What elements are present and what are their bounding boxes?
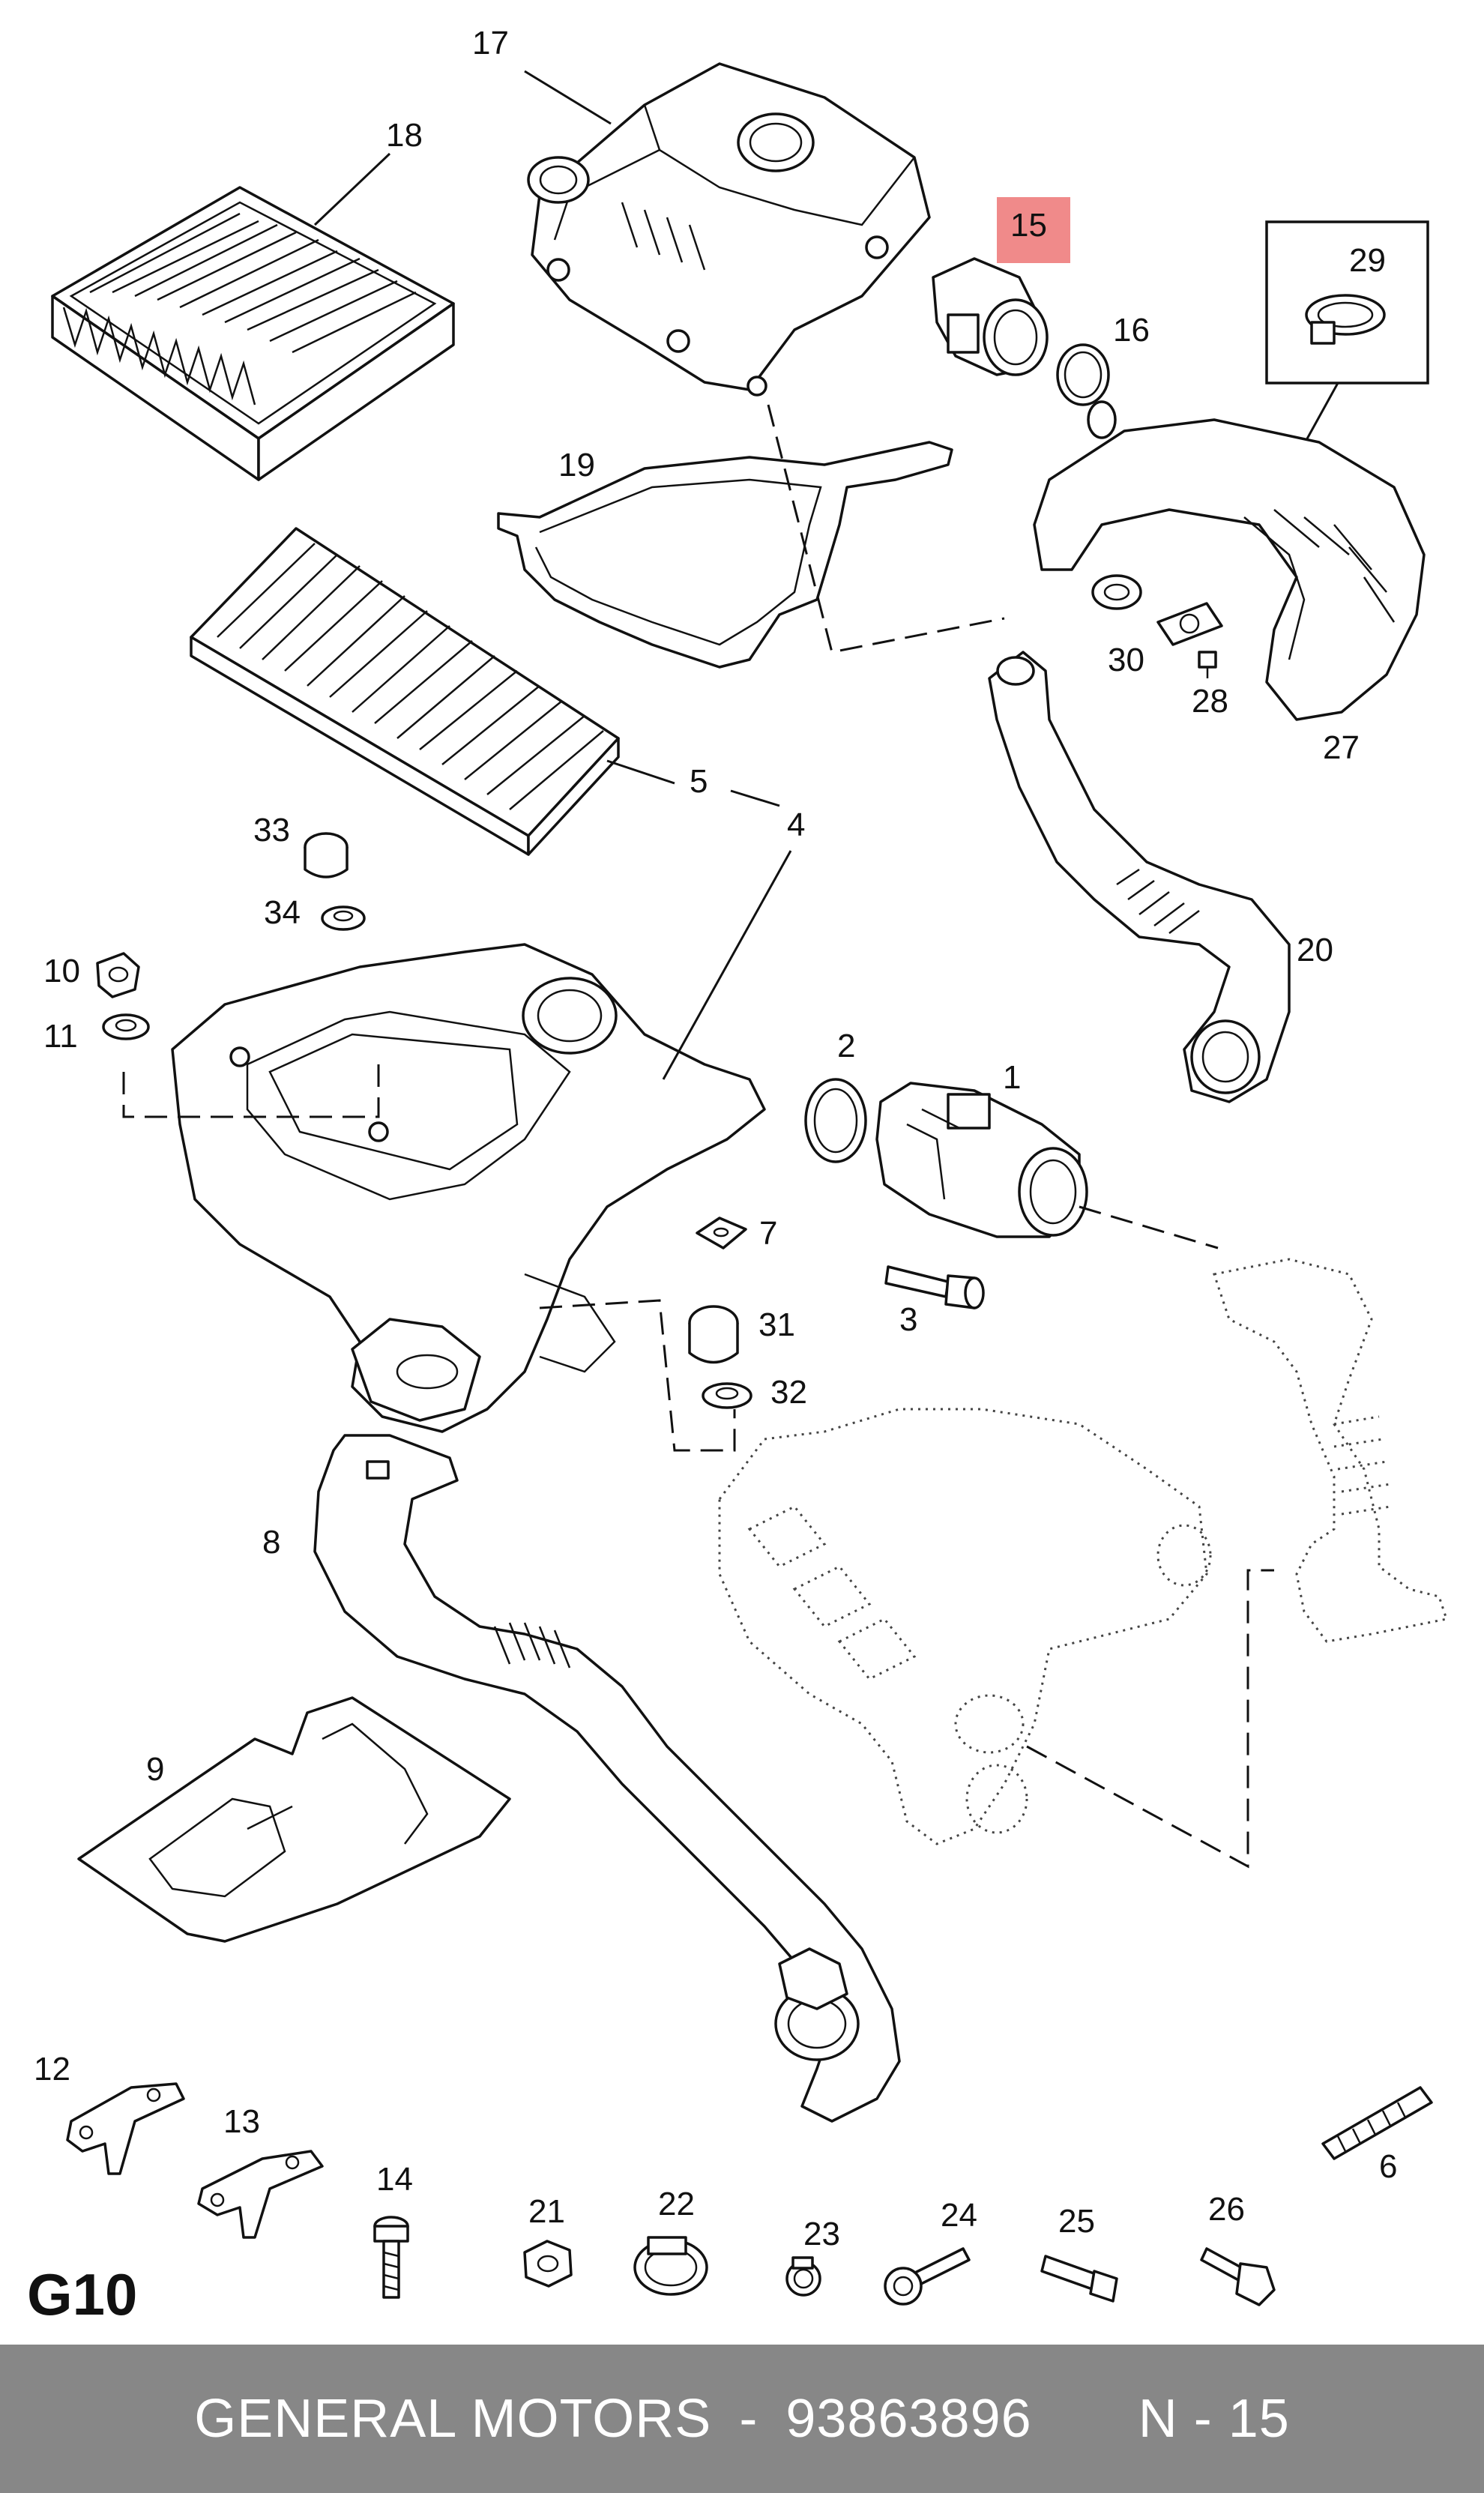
bolt-3 [884, 1265, 985, 1309]
gasket-30 [1156, 602, 1223, 646]
callout-13: 13 [223, 2103, 260, 2140]
callout-25: 25 [1058, 2203, 1095, 2240]
callout-24: 24 [941, 2197, 977, 2234]
washer-11 [102, 1013, 150, 1040]
footer-part-number: 93863896 [785, 2389, 1032, 2449]
callout-27: 27 [1323, 729, 1360, 766]
air-mass-sensor-15 [932, 257, 1049, 376]
callout-7: 7 [759, 1215, 777, 1252]
o-ring-16 [1056, 343, 1110, 406]
callout-33: 33 [253, 812, 290, 848]
footer-bar: GENERAL MOTORS - 93863896 N - 15 [0, 2345, 1484, 2493]
flange-bolt-24 [884, 2247, 971, 2306]
callout-1: 1 [1003, 1059, 1021, 1096]
mounting-bracket-19 [497, 441, 953, 669]
callout-2: 2 [837, 1028, 855, 1064]
callout-10: 10 [43, 953, 80, 989]
callout-4: 4 [787, 807, 805, 843]
intake-hose-27 [1033, 400, 1426, 721]
callout-19: 19 [558, 447, 595, 483]
washer-32 [702, 1382, 752, 1409]
callout-23: 23 [803, 2216, 840, 2252]
o-ring-2 [804, 1078, 867, 1163]
detail-box-29 [1265, 220, 1429, 385]
panel-filter-5 [190, 527, 620, 856]
hose-clamp-22 [633, 2236, 708, 2296]
callout-22: 22 [658, 2186, 695, 2222]
assembly-line-1 [1079, 1205, 1219, 1249]
square-nut-7 [696, 1217, 747, 1249]
callout-9: 9 [146, 1751, 164, 1788]
callout-6: 6 [1379, 2148, 1397, 2185]
heat-shield-9 [77, 1696, 511, 1943]
callout-8: 8 [262, 1524, 280, 1561]
small-clamp-23 [785, 2256, 821, 2297]
rubber-mount-31 [688, 1305, 739, 1364]
footer-position-ref: N - 15 [1138, 2389, 1290, 2449]
assembly-line-31-32 [539, 1299, 736, 1452]
callout-17: 17 [472, 25, 509, 61]
nut-10 [96, 952, 140, 998]
callout-31: 31 [758, 1306, 795, 1343]
highlight-15 [997, 197, 1070, 263]
callout-12: 12 [34, 2051, 70, 2087]
callout-14: 14 [376, 2161, 413, 2198]
callout-29: 29 [1349, 242, 1386, 279]
callout-11: 11 [43, 1018, 78, 1055]
leader-5 [606, 759, 675, 785]
air-box-upper-housing-17 [527, 62, 931, 397]
callout-21: 21 [528, 2193, 565, 2230]
leader-4 [662, 850, 792, 1080]
callout-32: 32 [770, 1374, 807, 1411]
footer-caption: GENERAL MOTORS - 93863896 N - 15 [0, 2345, 1484, 2493]
callout-20: 20 [1297, 932, 1333, 968]
flange-bolt-26 [1200, 2247, 1276, 2306]
callout-34: 34 [264, 894, 301, 931]
callout-5: 5 [690, 763, 708, 800]
assembly-line-engine [1026, 1569, 1274, 1869]
callout-16: 16 [1113, 312, 1150, 349]
air-mass-meter-1 [875, 1082, 1088, 1238]
bolt-28 [1198, 651, 1217, 678]
section-code: G10 [27, 2261, 137, 2327]
callout-15: 15 [1010, 207, 1047, 244]
engine-manifold-reference [718, 1258, 1448, 1845]
assembly-line-17-20 [767, 404, 1005, 654]
bracket-12 [66, 2082, 185, 2175]
hex-nut-21 [523, 2240, 573, 2288]
bracket-13 [197, 2150, 324, 2239]
air-box-lower-4 [171, 943, 766, 1433]
air-filter-element-18 [51, 186, 455, 481]
leader-5b [730, 789, 780, 807]
stud-6 [1321, 2086, 1433, 2160]
callout-28: 28 [1192, 683, 1228, 720]
callout-26: 26 [1208, 2191, 1245, 2228]
callout-3: 3 [899, 1301, 917, 1338]
footer-brand: GENERAL MOTORS [194, 2389, 712, 2449]
callout-30: 30 [1108, 642, 1144, 678]
charge-hose-20 [988, 651, 1291, 1103]
washer-34 [321, 905, 366, 931]
leader-17 [524, 70, 612, 125]
intake-duct-8 [313, 1434, 901, 2123]
callout-18: 18 [386, 117, 423, 154]
bolt-25 [1040, 2255, 1118, 2303]
assembly-line-10-11 [122, 1064, 380, 1118]
leader-18 [313, 152, 391, 226]
footer-separator: - [739, 2389, 758, 2449]
bolt-14 [373, 2216, 409, 2299]
rubber-mount-33 [304, 832, 349, 878]
